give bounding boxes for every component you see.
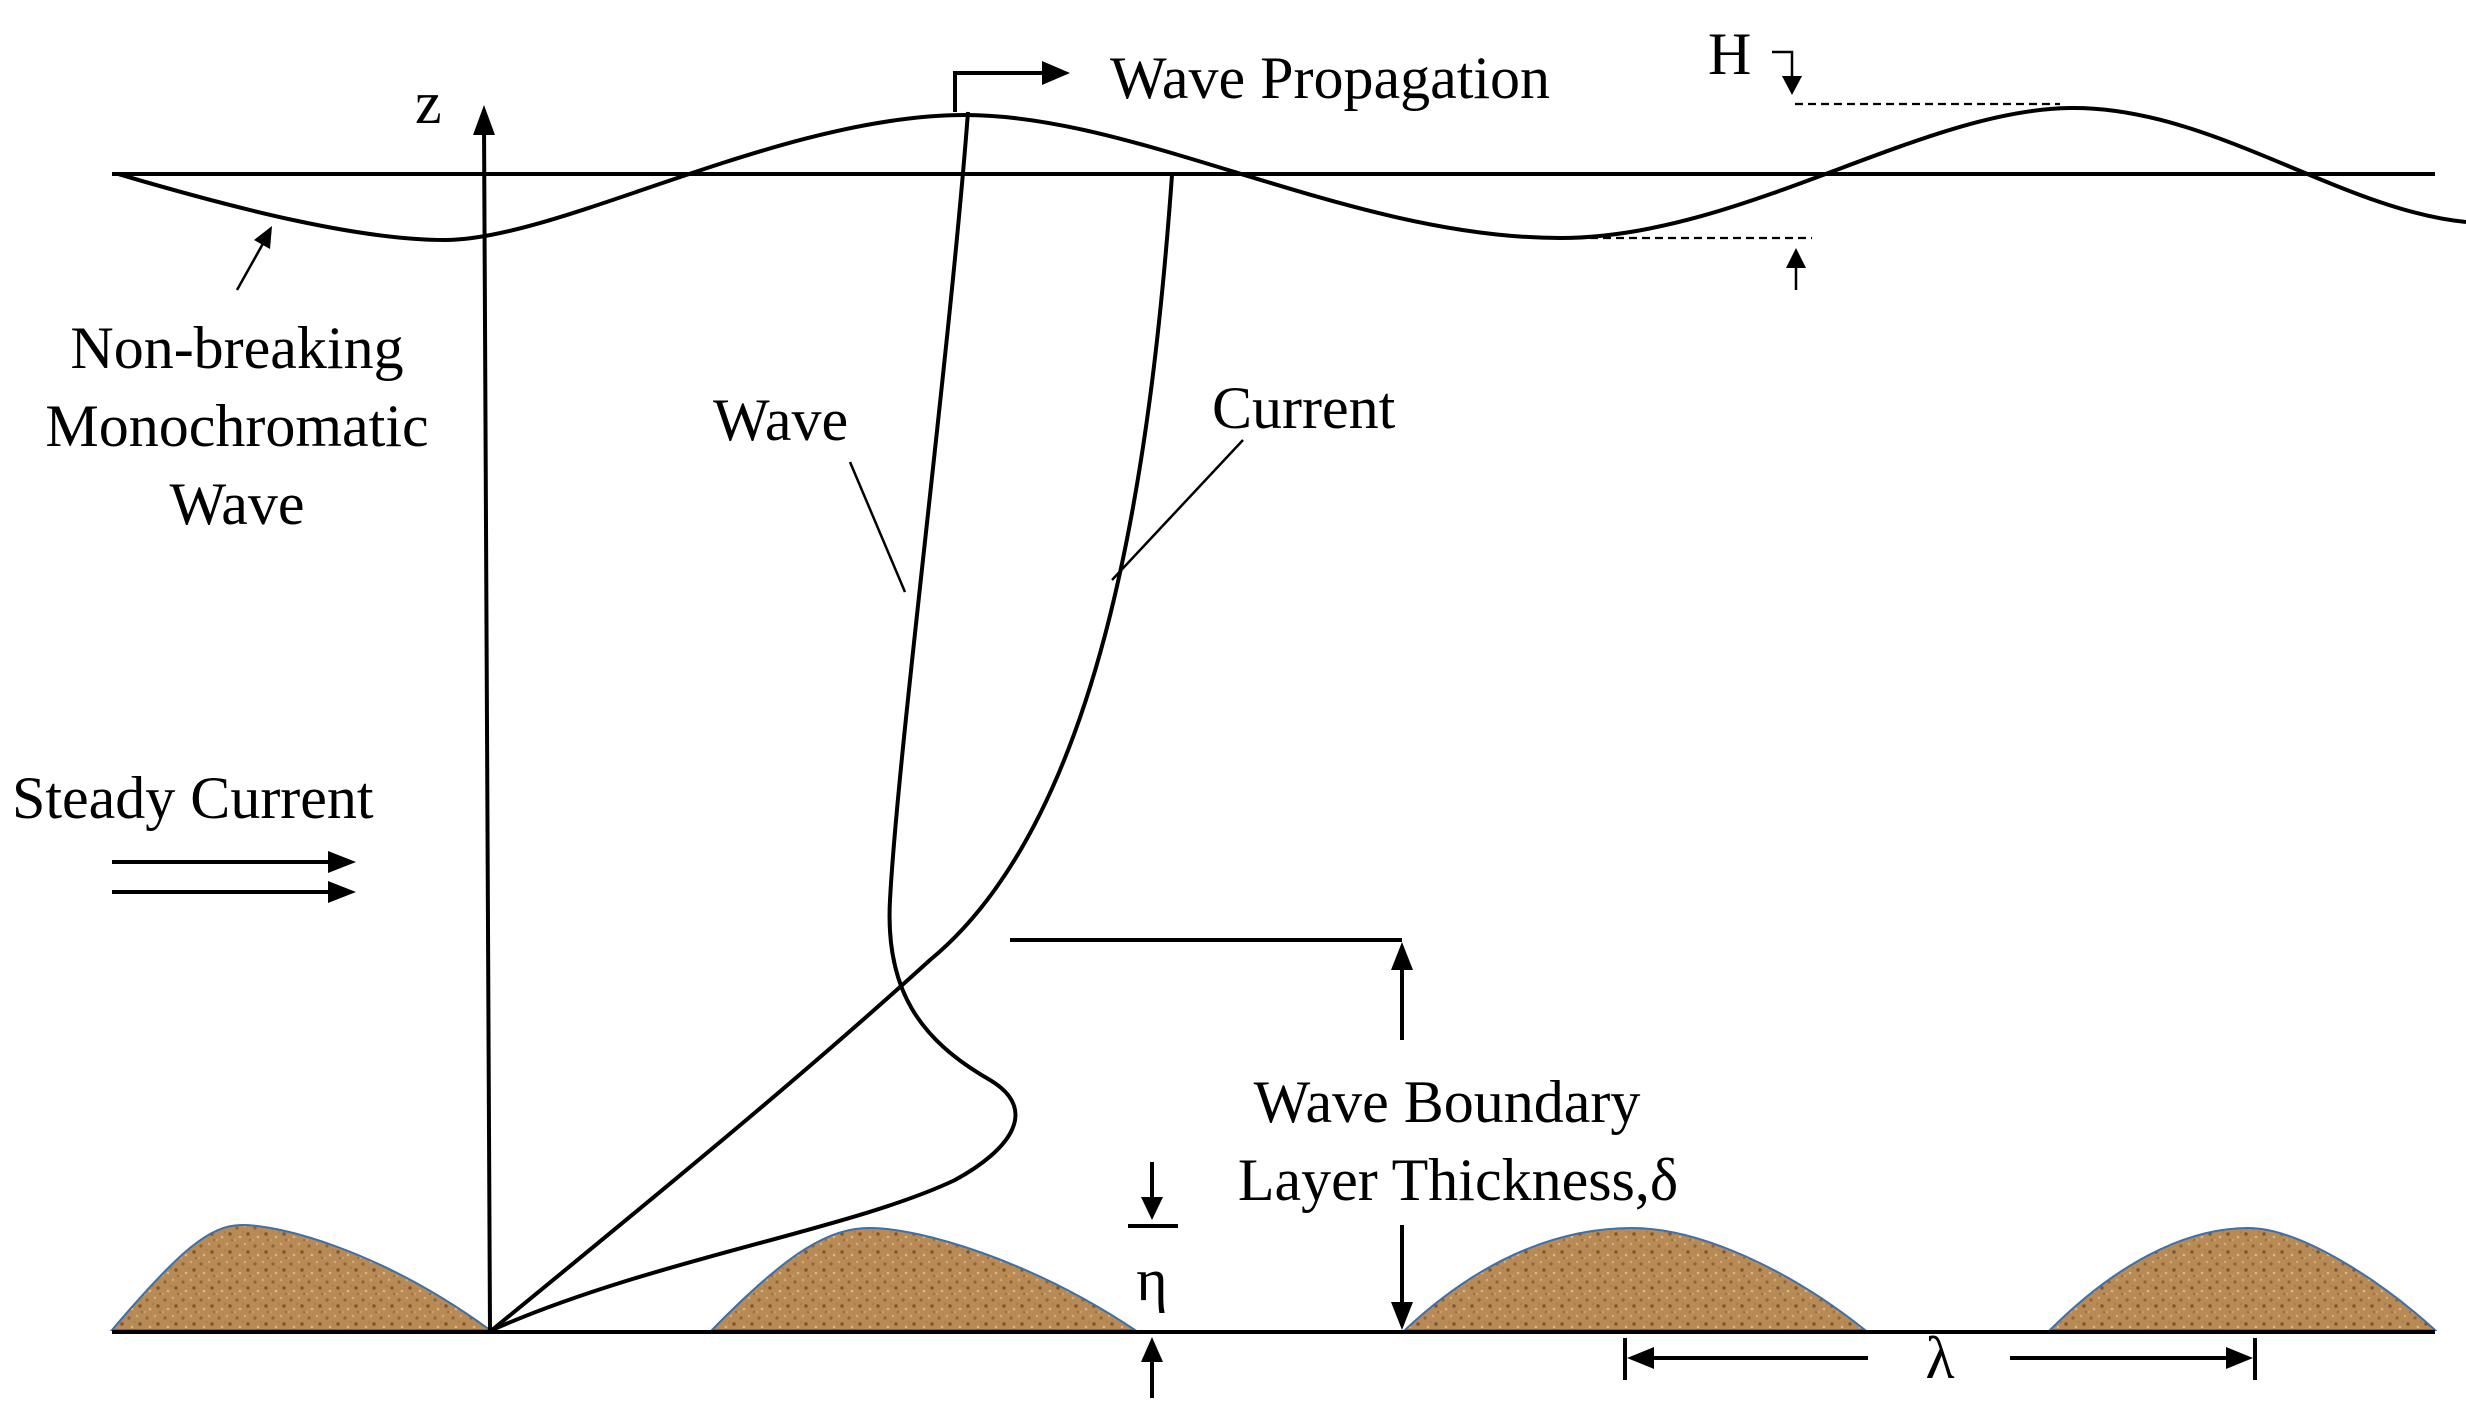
- ripple-length-label: λ: [1925, 1325, 1954, 1391]
- wave-velocity-profile: [491, 111, 1018, 1332]
- sand-ripple-4: [2047, 1226, 2438, 1331]
- steady-current-annotation: Steady Current: [12, 765, 374, 903]
- z-axis-label: z: [415, 70, 442, 136]
- wave-propagation-label: Wave Propagation: [1110, 45, 1550, 111]
- wave-propagation-arrow: Wave Propagation: [953, 45, 1550, 112]
- non-breaking-label-line2: Monochromatic: [45, 393, 428, 459]
- boundary-layer-thickness-marker: Wave Boundary Layer Thickness,δ: [1010, 938, 1678, 1330]
- wave-surface-curve: [117, 105, 2466, 243]
- ripple-height-label: η: [1136, 1247, 1167, 1313]
- wave-profile-annotation: Wave: [713, 387, 907, 593]
- sand-ripple-3: [1402, 1226, 1868, 1331]
- wave-profile-label: Wave: [713, 387, 848, 453]
- boundary-layer-label-line2: Layer Thickness,δ: [1238, 1147, 1678, 1213]
- z-axis: z: [415, 70, 495, 1333]
- ripple-length-marker: λ: [1623, 1325, 2257, 1391]
- non-breaking-label-line1: Non-breaking: [70, 315, 403, 381]
- wave-height-label: H: [1708, 21, 1751, 87]
- steady-current-label: Steady Current: [12, 765, 374, 831]
- ripple-height-marker: η: [1128, 1162, 1178, 1398]
- non-breaking-label-line3: Wave: [169, 471, 304, 537]
- sand-ripple-2: [709, 1226, 1139, 1331]
- boundary-layer-label-line1: Wave Boundary: [1254, 1069, 1641, 1135]
- wave-height-marker: H: [1590, 21, 2060, 290]
- current-profile-annotation: Current: [1111, 375, 1396, 581]
- current-velocity-profile: [490, 174, 1174, 1332]
- sand-ripples: [109, 1223, 2438, 1331]
- sand-ripple-1: [109, 1223, 494, 1331]
- current-profile-label: Current: [1212, 375, 1396, 441]
- non-breaking-wave-annotation: Non-breaking Monochromatic Wave: [45, 226, 429, 537]
